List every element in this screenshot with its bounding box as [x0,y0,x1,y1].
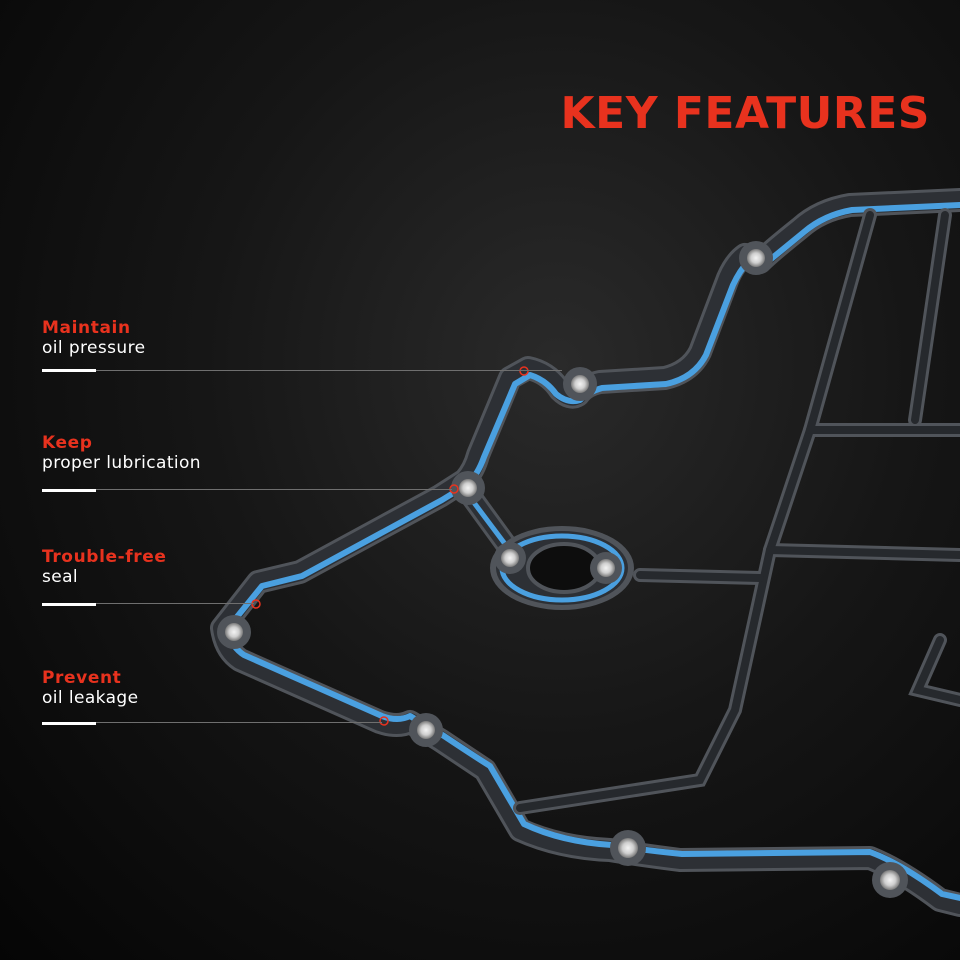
bolt-hole [409,713,443,747]
feature-text: seal [42,567,79,587]
callout-line [96,370,562,371]
feature-underline [42,722,96,725]
feature-underline [42,603,96,606]
callout-line [96,603,254,604]
page-title: KEY FEATURES [560,88,930,139]
feature-keep-proper-lubrication: Keep proper lubrication [42,433,942,492]
callout-line [96,489,452,490]
feature-text: proper lubrication [42,453,201,473]
bolt-hole [494,542,526,574]
feature-text: oil pressure [42,338,146,358]
bolt-hole [217,615,251,649]
bolt-holes [217,241,908,898]
feature-highlight: Trouble-free [42,547,167,567]
bolt-hole [872,862,908,898]
callout-line [96,722,382,723]
feature-highlight: Maintain [42,318,131,338]
bolt-hole [610,830,646,866]
feature-underline [42,489,96,492]
feature-maintain-oil-pressure: Maintain oil pressure [42,318,942,372]
gasket-port-branch [459,484,521,561]
bolt-hole [590,552,622,584]
bolt-hole [451,471,485,505]
feature-highlight: Keep [42,433,93,453]
gasket-frame [210,188,960,917]
gasket-ribs [513,208,960,815]
feature-trouble-free-seal: Trouble-free seal [42,547,942,606]
bolt-hole [739,241,773,275]
gasket-oval-port [490,526,634,610]
feature-prevent-oil-leakage: Prevent oil leakage [42,668,942,725]
feature-text: oil leakage [42,688,139,708]
feature-highlight: Prevent [42,668,122,688]
bolt-hole [563,367,597,401]
feature-underline [42,369,96,372]
